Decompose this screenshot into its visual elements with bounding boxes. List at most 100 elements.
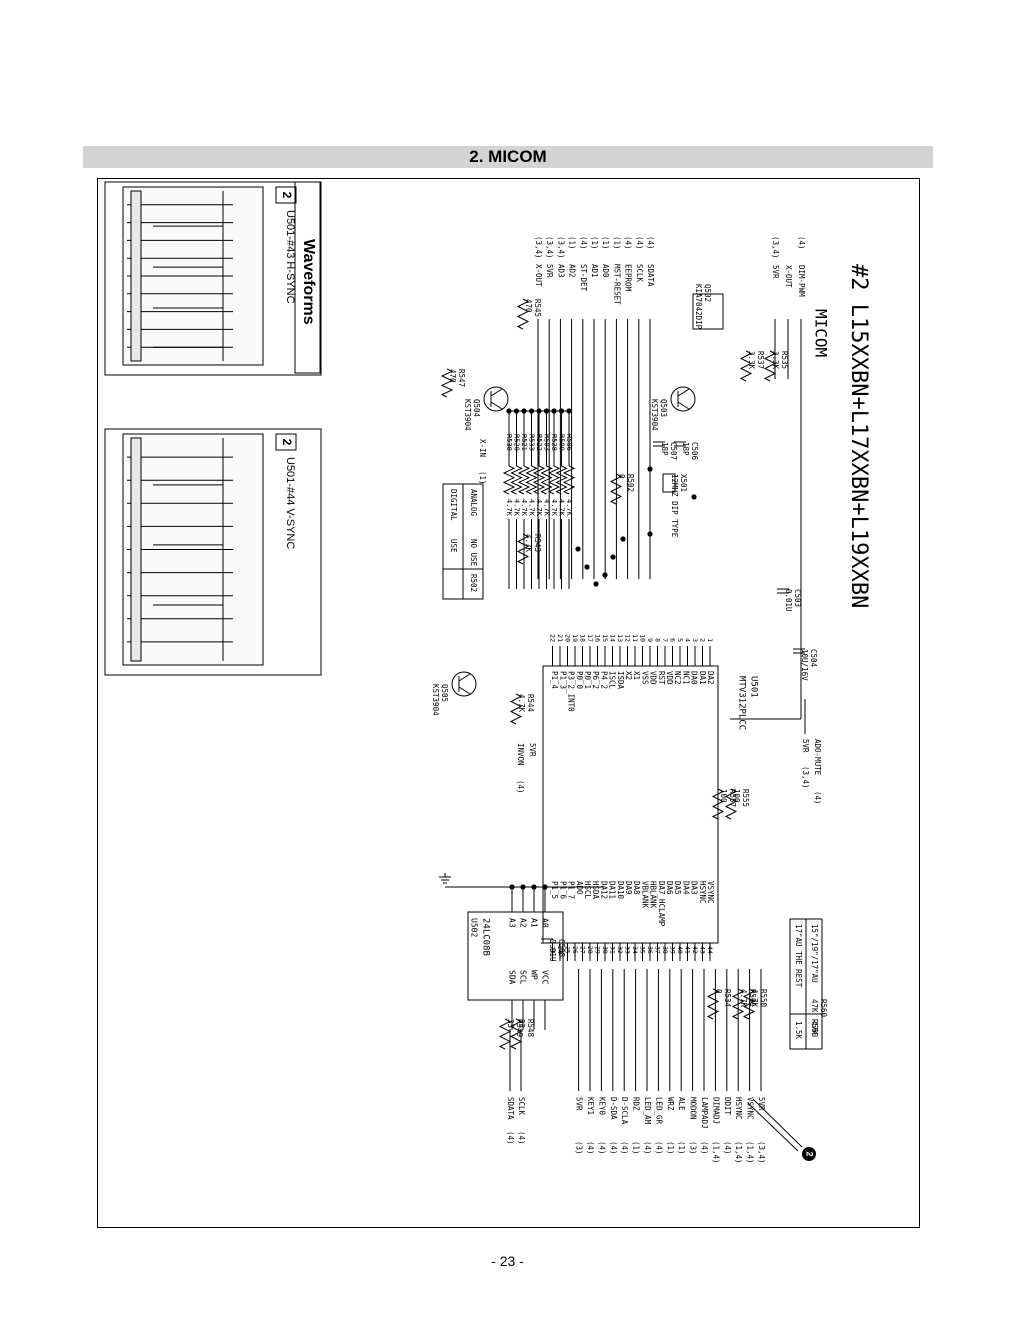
component-value: 3.3K (747, 351, 756, 370)
junction-dot (584, 564, 590, 570)
component-value: 100 (719, 789, 728, 803)
signal-name: AD3 (556, 264, 565, 278)
resistor-r549 (498, 1018, 512, 1050)
signal-name: WRZ (666, 1097, 675, 1111)
mcu-pin-number: 8 (654, 638, 662, 642)
signal-page-ref: (4) (597, 1141, 606, 1155)
signal-name: SDATA (646, 264, 655, 287)
component-value: 4.7K (517, 694, 526, 713)
signal-page-ref: (1,4) (734, 1141, 743, 1164)
regulator-q502 (692, 293, 724, 330)
callout-number: 2 (805, 1151, 815, 1156)
resistor-r550 (742, 988, 756, 1020)
component-value: 4.7K (750, 989, 759, 1008)
junction-dot (602, 572, 608, 578)
table-cell: DIGITAL (449, 489, 458, 521)
signal-page-ref: (3,4) (556, 236, 565, 259)
signal-name: SCLK (517, 1097, 526, 1116)
mcu-pin-number: 33 (624, 946, 632, 954)
mcu-pin-number: 23 (549, 946, 557, 954)
transistor-emitter (458, 686, 471, 695)
table-header: R560 (810, 1019, 819, 1038)
mcu-pin-number: 3 (691, 638, 699, 642)
signal-page-ref: (3) (689, 1141, 698, 1155)
mcu-pin-label: DA3 (690, 881, 699, 895)
signal-page-ref: (4) (646, 236, 655, 250)
component-value: 4.7K (513, 499, 521, 517)
component-ref: Q503 (659, 399, 668, 417)
section-title: 2. MICOM (469, 147, 547, 166)
signal-page-ref: (4) (516, 780, 525, 794)
component-ref: R534 (723, 989, 732, 1008)
signal-name: 5VR (575, 1097, 584, 1111)
component-ref: C506 (690, 442, 699, 461)
transistor-collector (677, 388, 690, 397)
mcu-pin-label: VDD (649, 671, 658, 685)
signal-name: ALE (677, 1097, 686, 1111)
signal-name: ST-DET (579, 264, 588, 292)
signal-page-ref: (1) (568, 236, 577, 250)
resistor-r547 (440, 368, 454, 398)
component-ref: Q502 (703, 284, 712, 302)
signal-name: MODON (689, 1097, 698, 1120)
mcu-pin-number: 26 (571, 946, 579, 954)
mcu-pin-label: HBLANK (649, 881, 658, 909)
transistor-emitter (677, 401, 690, 410)
mcu-pin-label: VSS (640, 671, 649, 685)
resistor-r502 (609, 473, 623, 505)
mcu-pin-label: DA10 (616, 881, 625, 900)
waveform-badge (275, 433, 297, 451)
signal-page-ref: (4) (620, 1141, 629, 1155)
resistor-r537 (739, 350, 753, 382)
component-ref: C508 (557, 939, 566, 958)
component-value: 0 (714, 989, 723, 994)
mcu-pin-number: 39 (669, 946, 677, 954)
mcu-pin-number: 10 (639, 634, 647, 642)
mcu-pin-number: 16 (594, 634, 602, 642)
junction-dot (691, 494, 697, 500)
mcu-pin-number: 6 (669, 638, 677, 642)
transistor-q505 (451, 671, 477, 697)
component-ref: X501 (679, 474, 688, 492)
mcu-pin-label: ADO (575, 881, 584, 895)
resistor-r521 (517, 465, 531, 495)
mcu-pin-number: 41 (684, 946, 692, 954)
waveform-badge-number: 2 (280, 439, 294, 446)
signal-page-ref: (3,4) (757, 1141, 766, 1164)
mcu-pin-label: DA6 (665, 881, 674, 895)
mcu-pin-label: DA7_HCLAMP (657, 881, 666, 927)
signal-page-ref: (3,4) (771, 236, 780, 259)
component-value: 0 (617, 474, 626, 479)
resistor-r544 (509, 693, 523, 725)
mcu-pin-number: 21 (556, 634, 564, 642)
component-value: 3.3K (771, 351, 780, 370)
signal-name: AD0 (601, 264, 610, 278)
component-value: 470 (448, 369, 457, 383)
waveforms-title-box (294, 181, 321, 374)
mcu-pin-number: 22 (549, 634, 557, 642)
mcu-pin-label: VDD (665, 671, 674, 685)
resistor-r503 (540, 465, 553, 495)
transistor-emitter (490, 401, 503, 410)
resistor-r543 (516, 533, 530, 565)
mcu-pin-number: 36 (646, 946, 654, 954)
signal-page-ref: (3,4) (801, 766, 810, 789)
mcu-pin-label: P3_2_INT0 (567, 671, 576, 712)
transistor-collector (458, 673, 471, 682)
component-value: 470 (524, 299, 533, 313)
mcu-pin-label: DA1 (698, 671, 707, 685)
mcu-pin-number: 29 (594, 946, 602, 954)
eeprom-pin-label: SCL (519, 970, 528, 985)
waveform-panel (104, 181, 322, 376)
component-ref: R555 (741, 789, 750, 807)
mcu-part: MTV312PLCC (737, 676, 747, 730)
mcu-pin-number: 17 (586, 634, 594, 642)
junction-dot (620, 536, 626, 542)
signal-name: HSYNC (734, 1097, 743, 1120)
junction-dot (610, 554, 616, 560)
component-ref: R547 (457, 369, 466, 387)
table-cell: ANALOG (469, 489, 478, 517)
component-value: 4.7K (558, 499, 566, 517)
signal-name: INVON (516, 743, 525, 766)
